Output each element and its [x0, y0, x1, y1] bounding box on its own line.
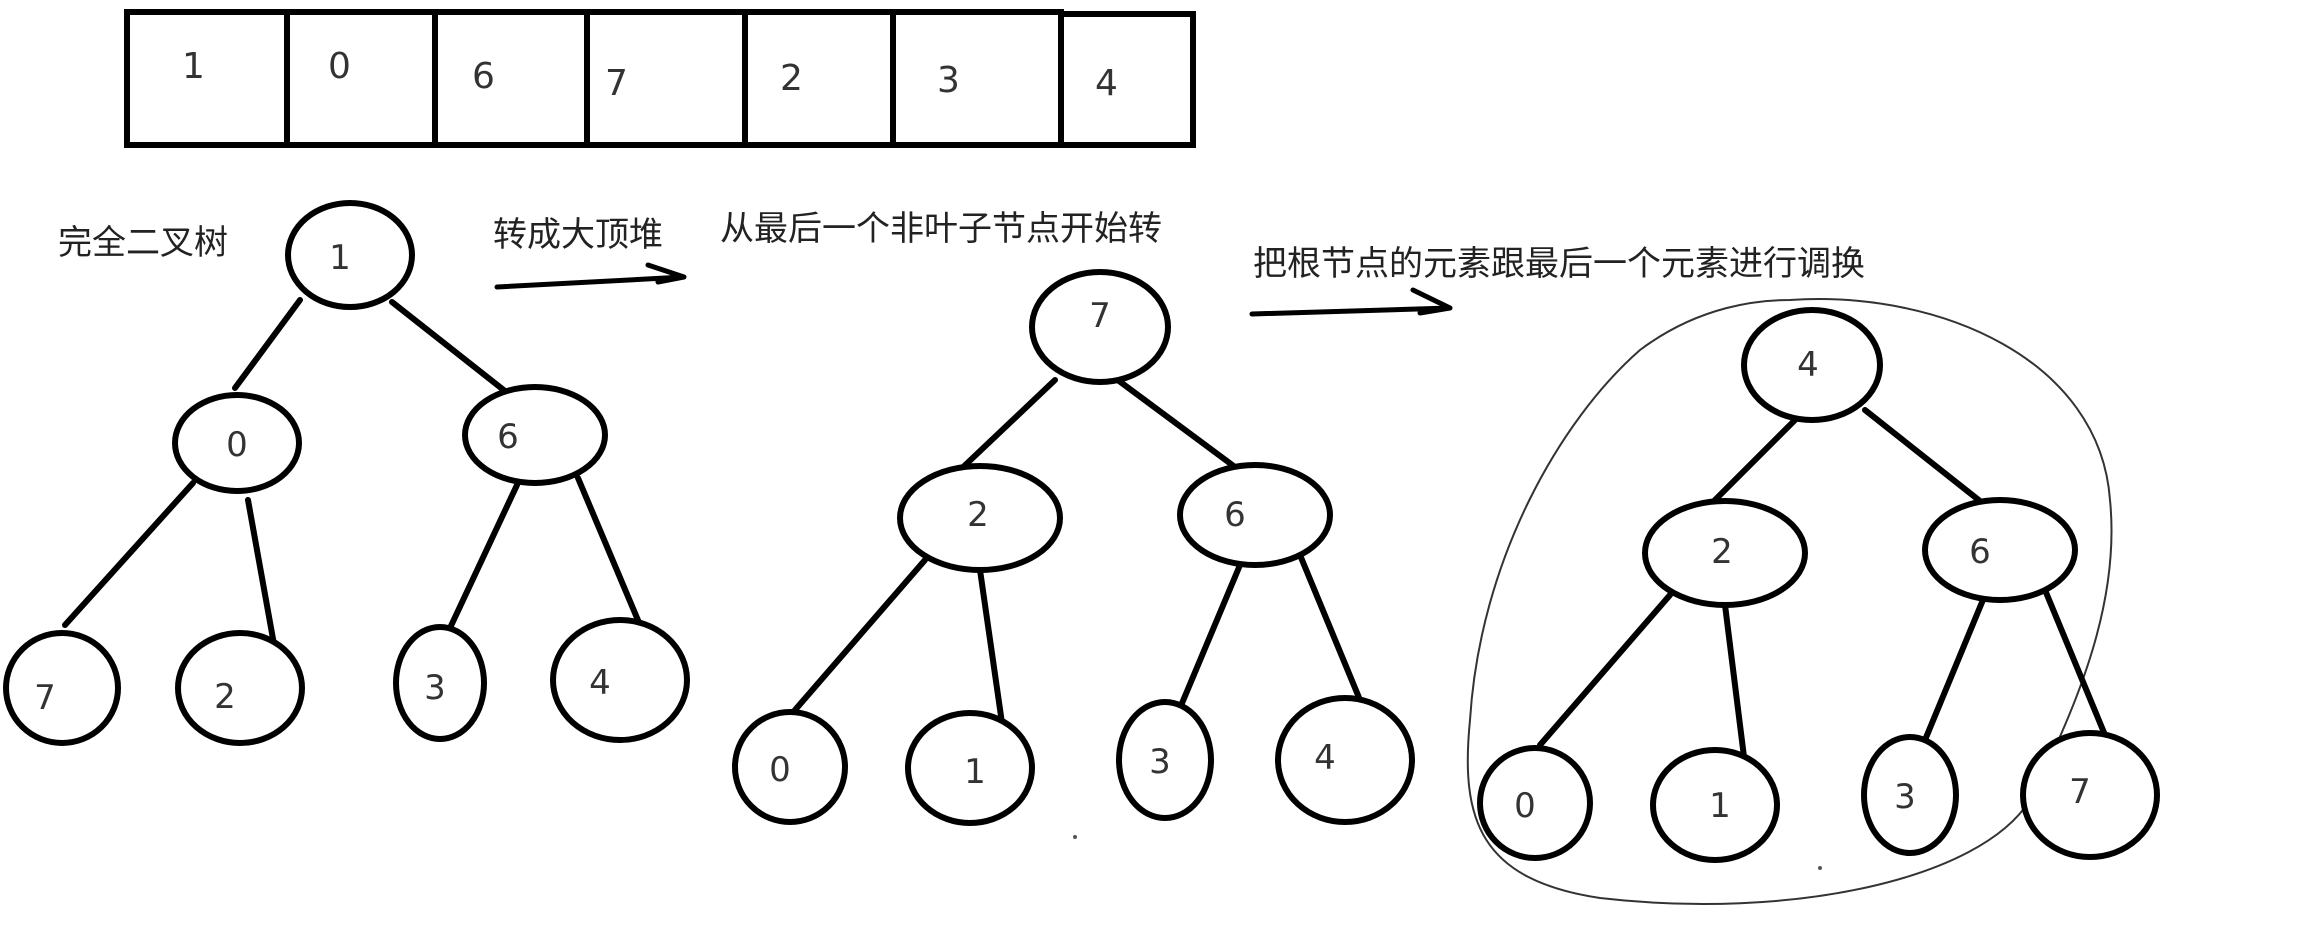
- node-label: 7: [1089, 296, 1111, 336]
- node-label: 3: [1894, 777, 1916, 817]
- caption-complete-binary-tree: 完全二叉树: [58, 223, 228, 263]
- array-value-6: 4: [1095, 63, 1118, 104]
- node-label: 1: [329, 238, 351, 278]
- array-value-4: 2: [780, 58, 803, 99]
- tree-node: [1741, 307, 1883, 423]
- node-label: 4: [1797, 345, 1819, 385]
- node-label: 2: [1711, 532, 1733, 572]
- array-cell-2: [432, 9, 590, 148]
- stray-dot: [1818, 866, 1822, 870]
- tree-node: [462, 384, 608, 486]
- tree-node: [172, 392, 302, 494]
- tree-node: [1177, 462, 1333, 568]
- node-label: 4: [1314, 738, 1336, 778]
- tree-initial: 1 0 6 7 2 3 4: [3, 200, 690, 746]
- arrow-right-icon: [494, 262, 687, 290]
- array-value-3: 7: [605, 63, 628, 104]
- tree-node: [285, 200, 415, 310]
- caption-swap-root-with-last: 把根节点的元素跟最后一个元素进行调换: [1253, 244, 1865, 284]
- array-value-0: 1: [182, 46, 205, 87]
- stray-dot: [1073, 835, 1077, 839]
- tree-node: [1922, 497, 2078, 603]
- tree-node: [1642, 498, 1808, 608]
- tree-after-swap: 4 2 6 0 1 3 7: [1477, 307, 2160, 863]
- node-label: 2: [967, 495, 989, 535]
- node-label: 4: [589, 663, 611, 703]
- array-cell-0: [124, 9, 290, 148]
- tree-node: [1029, 269, 1171, 385]
- tree-node: [1650, 747, 1780, 863]
- node-label: 2: [214, 677, 236, 717]
- node-label: 7: [34, 678, 56, 718]
- node-label: 0: [769, 750, 791, 790]
- tree-node: [393, 624, 487, 742]
- array-value-2: 6: [472, 56, 495, 97]
- tree-node: [905, 710, 1035, 826]
- tree-node: [3, 630, 121, 746]
- tree-node: [1477, 745, 1593, 861]
- array-cell-5: [890, 9, 1064, 148]
- node-label: 0: [226, 425, 248, 465]
- tree-node: [175, 630, 305, 746]
- tree-node: [1275, 695, 1415, 825]
- node-label: 7: [2069, 772, 2091, 812]
- array-cell-6: [1058, 11, 1196, 148]
- highlight-outline: [1466, 298, 2113, 905]
- tree-node: [897, 463, 1063, 573]
- node-label: 3: [424, 668, 446, 708]
- tree-node: [2020, 730, 2160, 860]
- tree-node: [1116, 699, 1214, 821]
- caption-start-from-last-non-leaf: 从最后一个非叶子节点开始转: [720, 209, 1162, 249]
- node-label: 6: [497, 417, 519, 457]
- node-label: 1: [1709, 786, 1731, 826]
- array-cell-4: [742, 9, 896, 148]
- array-value-5: 3: [937, 60, 960, 101]
- node-label: 6: [1224, 495, 1246, 535]
- node-label: 0: [1514, 786, 1536, 826]
- array-row: 1 0 6 7 2 3 4: [124, 9, 1196, 148]
- tree-node: [550, 617, 690, 743]
- array-cell-1: [284, 9, 438, 148]
- node-label: 3: [1149, 742, 1171, 782]
- tree-node: [1861, 734, 1959, 856]
- node-label: 6: [1969, 532, 1991, 572]
- tree-max-heap: 7 2 6 0 1 3 4: [732, 269, 1415, 826]
- arrow-right-icon: [1249, 287, 1453, 317]
- caption-to-max-heap: 转成大顶堆: [493, 215, 663, 255]
- node-label: 1: [964, 752, 986, 792]
- array-value-1: 0: [328, 46, 351, 87]
- tree-node: [732, 709, 848, 825]
